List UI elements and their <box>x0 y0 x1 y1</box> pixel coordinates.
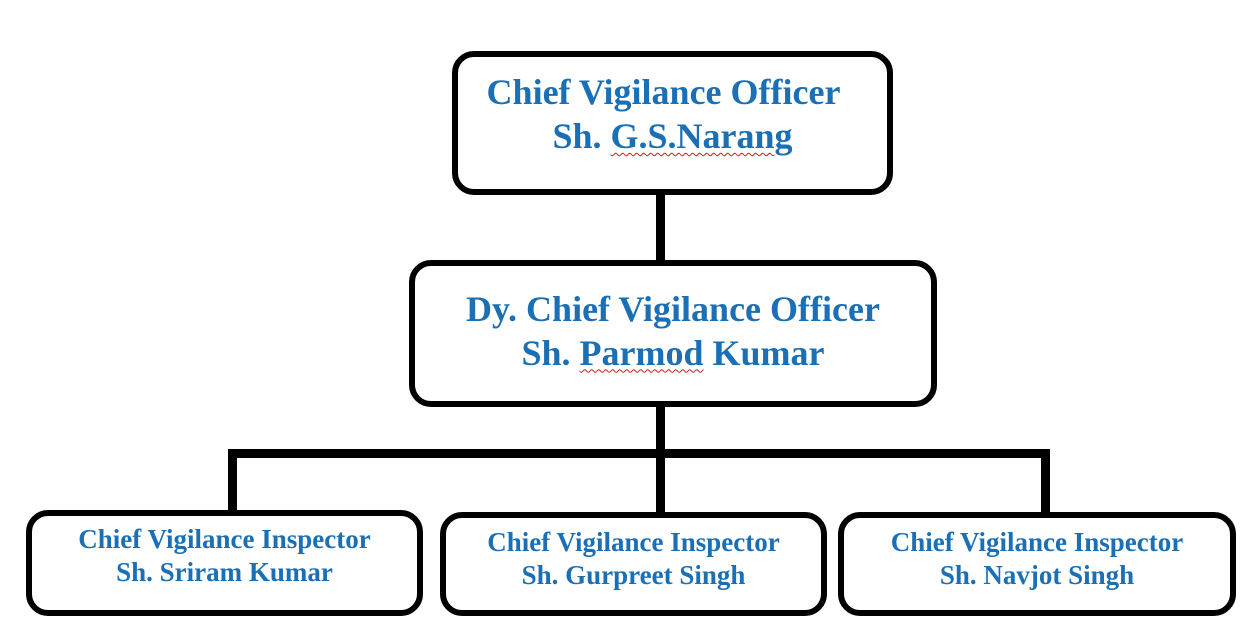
person-prefix: Sh. <box>552 116 602 156</box>
node-role: Chief Vigilance Inspector <box>78 524 371 554</box>
node-role: Chief Vigilance Officer <box>486 72 841 112</box>
node-inspector-2: Chief Vigilance Inspector Sh. Gurpreet S… <box>440 512 827 616</box>
node-person: Sh. Parmod Kumar <box>521 331 824 375</box>
person-last-name: Kumar <box>712 332 825 373</box>
connector-bus-to-inspector-3 <box>1041 449 1050 514</box>
person-name: G.S.Narang <box>610 116 793 156</box>
node-person: Sh. Gurpreet Singh <box>521 560 746 590</box>
node-inspector-3: Chief Vigilance Inspector Sh. Navjot Sin… <box>838 512 1236 616</box>
node-inspector-1: Chief Vigilance Inspector Sh. Sriram Kum… <box>26 510 423 616</box>
node-person: Sh. Navjot Singh <box>939 560 1135 590</box>
node-person: Sh. Sriram Kumar <box>116 557 333 587</box>
node-person: Sh. G.S.Narang <box>552 114 792 158</box>
connector-horizontal-bus <box>228 449 1050 458</box>
connector-deputy-to-bus <box>656 404 665 514</box>
connector-top-to-deputy <box>656 190 665 262</box>
connector-bus-to-inspector-1 <box>228 449 237 514</box>
person-prefix: Sh. <box>521 332 571 373</box>
node-chief-vigilance-officer: Chief Vigilance Officer Sh. G.S.Narang <box>452 51 893 195</box>
node-role: Chief Vigilance Inspector <box>487 527 780 557</box>
node-deputy-chief-vigilance-officer: Dy. Chief Vigilance Officer Sh. Parmod K… <box>409 260 937 407</box>
person-first-name: Parmod <box>579 332 704 373</box>
node-role: Chief Vigilance Inspector <box>890 527 1184 557</box>
node-role: Dy. Chief Vigilance Officer <box>466 288 880 329</box>
